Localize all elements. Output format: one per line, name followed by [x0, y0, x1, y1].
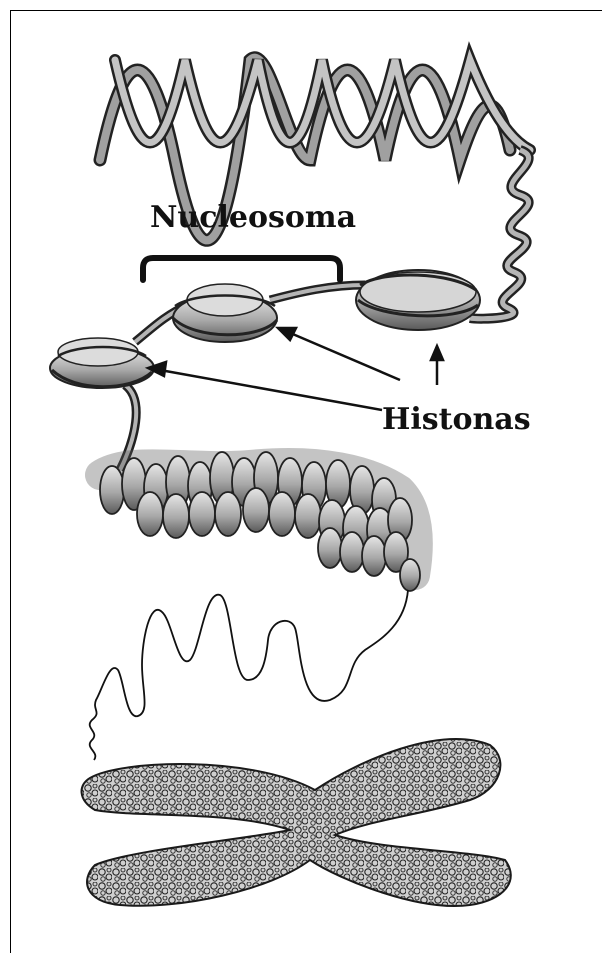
- nucleosome-right: [356, 270, 480, 330]
- chromatin-fiber: [100, 452, 420, 591]
- histone-arrows: [148, 328, 443, 410]
- chromosome: [82, 739, 511, 906]
- extended-dna-strand: [90, 590, 408, 760]
- nucleosome-bracket: [143, 258, 340, 280]
- histones-label: Histonas: [382, 402, 531, 437]
- nucleosome-label: Nucleosoma: [150, 200, 356, 235]
- nucleosome-middle: [173, 284, 277, 342]
- nucleosome-left: [50, 338, 154, 388]
